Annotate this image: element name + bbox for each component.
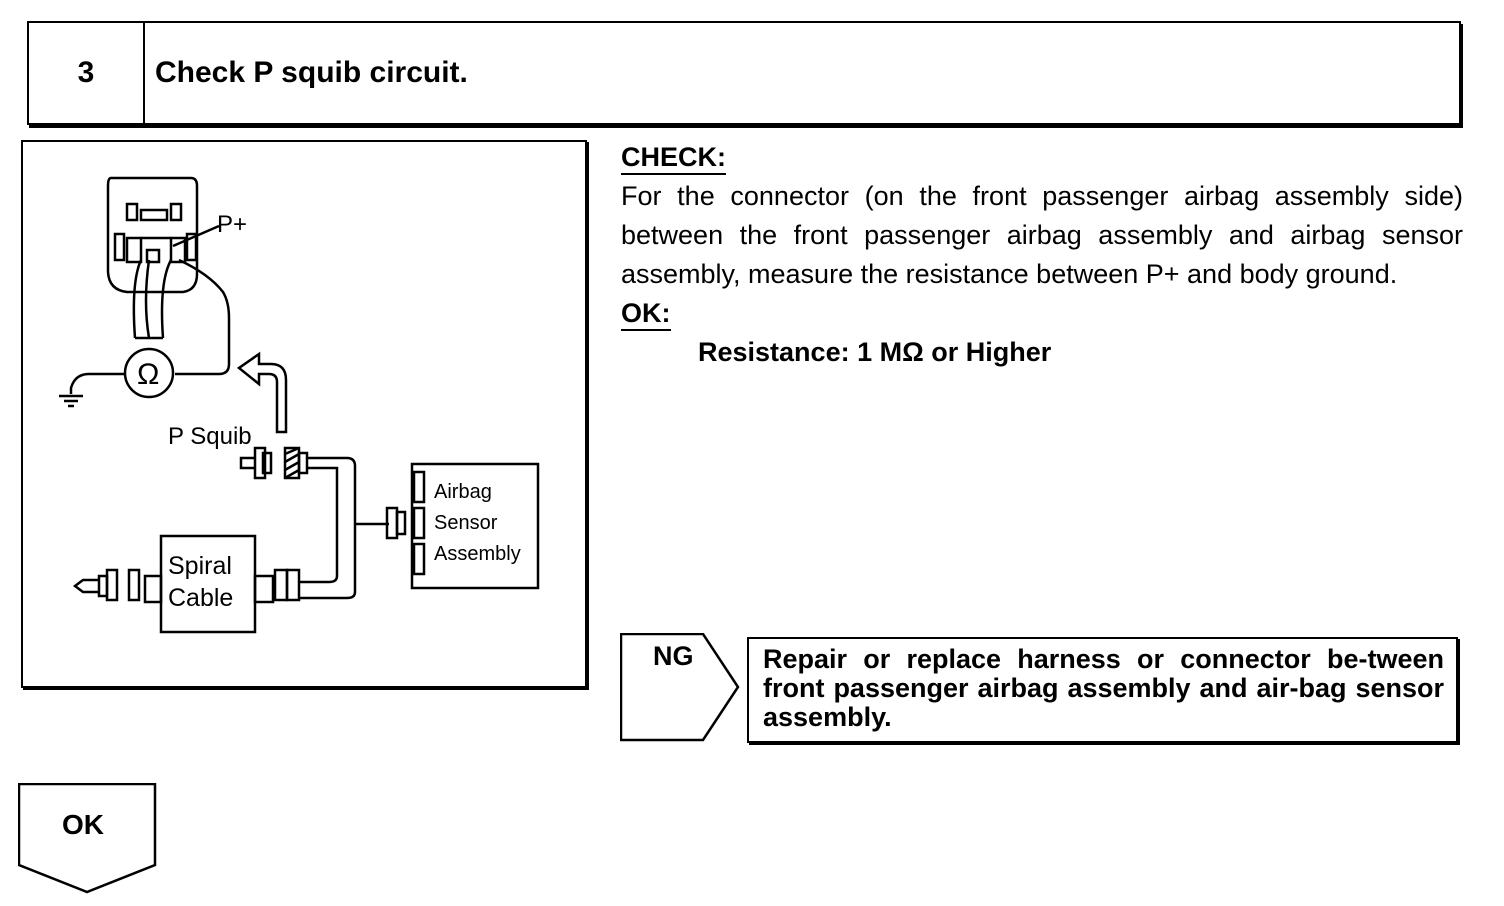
disconnect-arrow-icon	[236, 351, 288, 434]
spiral-cable-label-line1: Spiral	[168, 552, 232, 580]
ng-action-box: Repair or replace harness or connector b…	[747, 637, 1458, 743]
ohmmeter-icon	[59, 347, 175, 408]
airbag-label: Airbag	[434, 481, 492, 503]
ng-tag: NG	[620, 633, 741, 742]
step-header: 3 Check P squib circuit.	[27, 21, 1461, 125]
sensor-label: Sensor	[434, 512, 498, 534]
check-section: CHECK: For the connector (on the front p…	[621, 138, 1463, 372]
ok-label: OK	[62, 809, 104, 840]
p-plus-label: P+	[217, 211, 247, 238]
assembly-label: Assembly	[434, 543, 521, 565]
wiring-harness	[299, 456, 407, 600]
p-squib-label: P Squib	[168, 423, 252, 450]
step-number: 3	[77, 56, 95, 89]
p-squib-connector	[239, 446, 309, 480]
ok-heading: OK:	[621, 297, 671, 331]
spiral-cable-label-line2: Cable	[168, 584, 233, 612]
ok-tag: OK	[18, 783, 158, 895]
ng-label: NG	[653, 641, 694, 671]
resistance-spec: Resistance: 1 MΩ or Higher	[698, 337, 1052, 367]
airbag-sensor-assembly-box	[410, 462, 540, 590]
step-title: Check P squib circuit.	[155, 56, 468, 89]
connector-drawing	[106, 176, 231, 376]
ohm-symbol: Ω	[137, 358, 159, 391]
check-heading: CHECK:	[621, 141, 726, 175]
step-number-cell: 3	[29, 23, 145, 123]
circuit-diagram: P+ Ω P Squib Spiral Cable Airbag Sensor …	[21, 140, 587, 688]
check-instructions: For the connector (on the front passenge…	[621, 181, 1463, 289]
spiral-cable-box	[72, 534, 301, 634]
